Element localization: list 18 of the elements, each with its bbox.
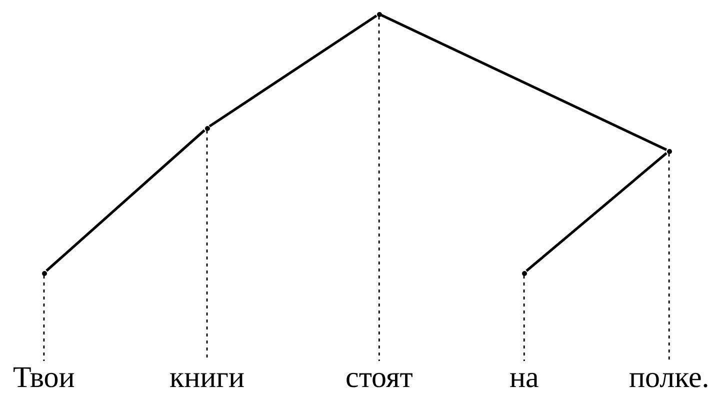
tree-edge	[526, 152, 668, 272]
tree-vertex-dot	[522, 270, 526, 276]
tree-vertex-dot	[666, 148, 672, 154]
word-label: стоят	[346, 361, 413, 395]
tree-edge	[46, 129, 206, 272]
projection-line	[378, 16, 380, 361]
word-label: книги	[170, 361, 245, 395]
projection-line	[668, 154, 670, 361]
tree-vertex-dot	[204, 126, 210, 130]
tree-vertex-dot	[376, 12, 382, 16]
tree-edge	[380, 14, 668, 151]
projection-line	[523, 276, 525, 361]
tree-edge	[208, 14, 378, 128]
tree-vertex-dot	[42, 270, 46, 276]
word-label: полке.	[629, 361, 710, 395]
projection-line	[43, 276, 45, 361]
word-label: Твои	[13, 361, 75, 395]
word-label: на	[510, 361, 539, 395]
